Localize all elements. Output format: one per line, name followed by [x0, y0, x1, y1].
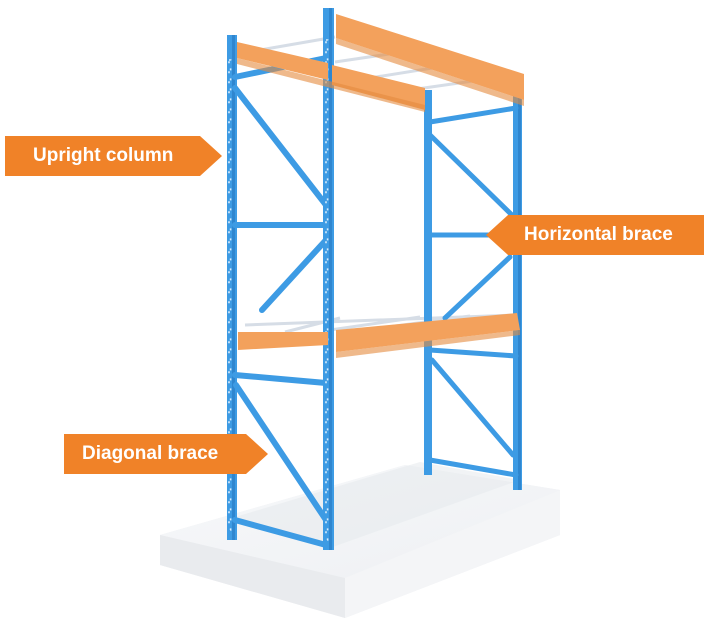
- middle-beam-front: [238, 313, 520, 358]
- label-diagonal-brace-text: Diagonal brace: [82, 443, 219, 464]
- back-upright-frame: [424, 77, 522, 490]
- label-horizontal-brace: Horizontal brace: [486, 215, 704, 255]
- label-upright-column: Upright column: [5, 136, 222, 176]
- label-upright-column-text: Upright column: [33, 145, 174, 166]
- label-diagonal-brace: Diagonal brace: [64, 434, 268, 474]
- top-beam-front: [237, 42, 425, 112]
- label-horizontal-brace-text: Horizontal brace: [524, 224, 673, 245]
- base-platform: [160, 462, 560, 618]
- top-beam-back: [336, 14, 524, 106]
